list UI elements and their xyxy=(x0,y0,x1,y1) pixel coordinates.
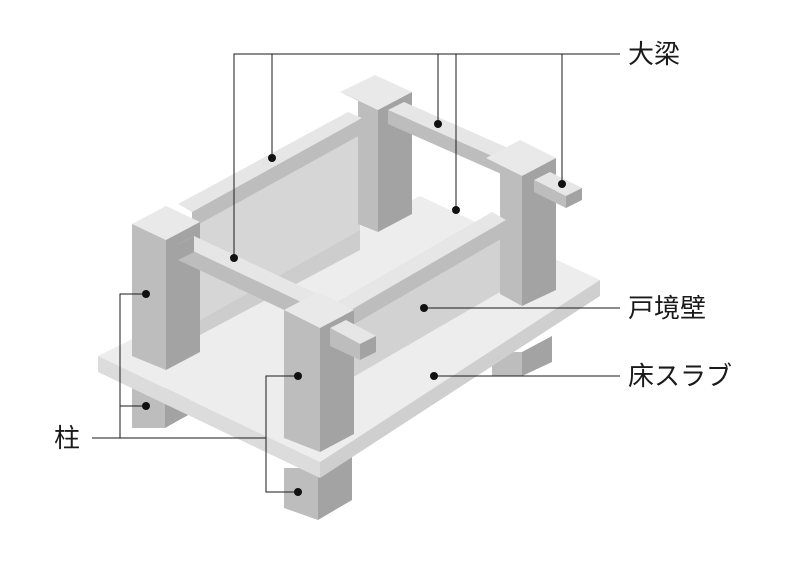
beam-front-left xyxy=(178,236,330,324)
beam-front-right xyxy=(330,212,506,330)
slab-front-edge xyxy=(98,356,320,478)
slab-side-edge xyxy=(320,280,600,478)
label-column: 柱 xyxy=(54,424,80,454)
label-beam: 大梁 xyxy=(628,40,680,70)
beam-leaders xyxy=(230,53,620,262)
label-slab: 床スラブ xyxy=(628,362,732,392)
column-right xyxy=(486,140,556,306)
label-wall: 戸境壁 xyxy=(628,294,706,324)
column-leaders xyxy=(92,290,302,496)
column-left xyxy=(132,206,200,370)
slab-leader xyxy=(430,372,620,380)
column-front xyxy=(284,292,354,452)
beam-front-stub xyxy=(330,320,376,360)
wall-leader xyxy=(420,304,620,312)
